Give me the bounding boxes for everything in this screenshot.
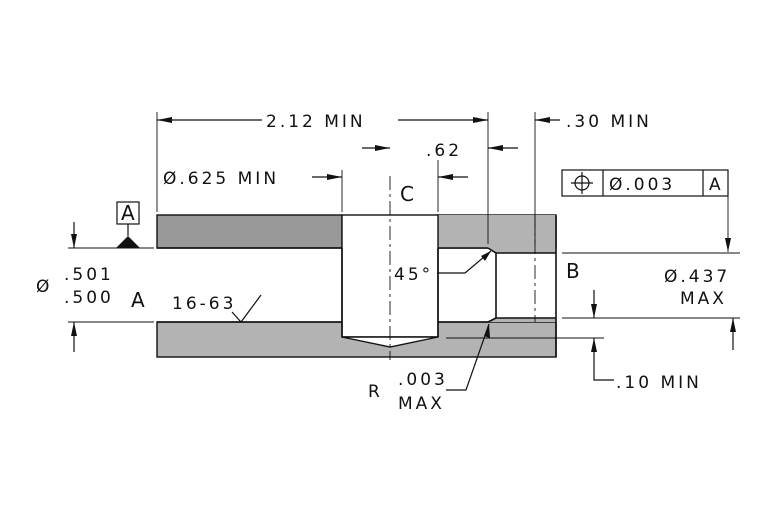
fcf-tolerance: Ø.003: [609, 175, 675, 195]
datum-flag-label: A: [121, 201, 135, 225]
bore-diameter-label: Ø.625 MIN: [163, 169, 279, 189]
radius-prefix: R: [368, 382, 383, 402]
dim-relief-depth: .30 MIN: [534, 112, 652, 244]
dim-small-bore: Ø.437 MAX: [562, 252, 740, 350]
main-bore-upper: .501: [64, 265, 114, 285]
dim-bore-diameter: Ø.625 MIN: [163, 169, 468, 212]
dim-offset: .10 MIN: [446, 290, 702, 393]
main-bore-lower: .500: [64, 288, 114, 308]
overall-depth-label: 2.12 MIN: [266, 112, 366, 132]
relief-step-lower: [488, 318, 556, 322]
cross-hole-label: C: [400, 182, 414, 206]
relief-depth-label: .30 MIN: [566, 112, 652, 132]
feature-control-frame: Ø.003 A: [561, 169, 731, 252]
dim-overall-depth: 2.12 MIN: [156, 112, 489, 244]
small-bore-label: B: [566, 259, 580, 283]
offset-label: .10 MIN: [616, 373, 702, 393]
surface-finish: 16-63: [172, 294, 262, 323]
small-bore-diameter-value: Ø.437: [664, 267, 730, 287]
datum-triangle: [116, 236, 140, 248]
small-bore-diameter-qualifier: MAX: [680, 289, 727, 309]
chamfer-callout: 45°: [394, 250, 492, 285]
surface-finish-label: 16-63: [172, 294, 236, 314]
radius-qualifier: MAX: [398, 394, 445, 414]
main-bore-datum-label: A: [131, 288, 145, 312]
position-icon: [571, 172, 593, 194]
radius-callout: R .003 MAX: [368, 323, 490, 414]
dim-main-bore: Ø .501 .500 A: [36, 222, 154, 352]
land-length-label: .62: [426, 141, 462, 161]
part-section: [156, 176, 557, 360]
relief-step-upper: [438, 215, 556, 253]
dim-land-length: .62: [362, 141, 518, 212]
fcf-datum: A: [709, 175, 724, 195]
main-bore-prefix: Ø: [36, 277, 52, 297]
datum-flag: A: [116, 201, 140, 248]
radius-value: .003: [398, 370, 448, 390]
upper-wall-left: [156, 214, 343, 249]
chamfer-angle-label: 45°: [394, 265, 433, 285]
